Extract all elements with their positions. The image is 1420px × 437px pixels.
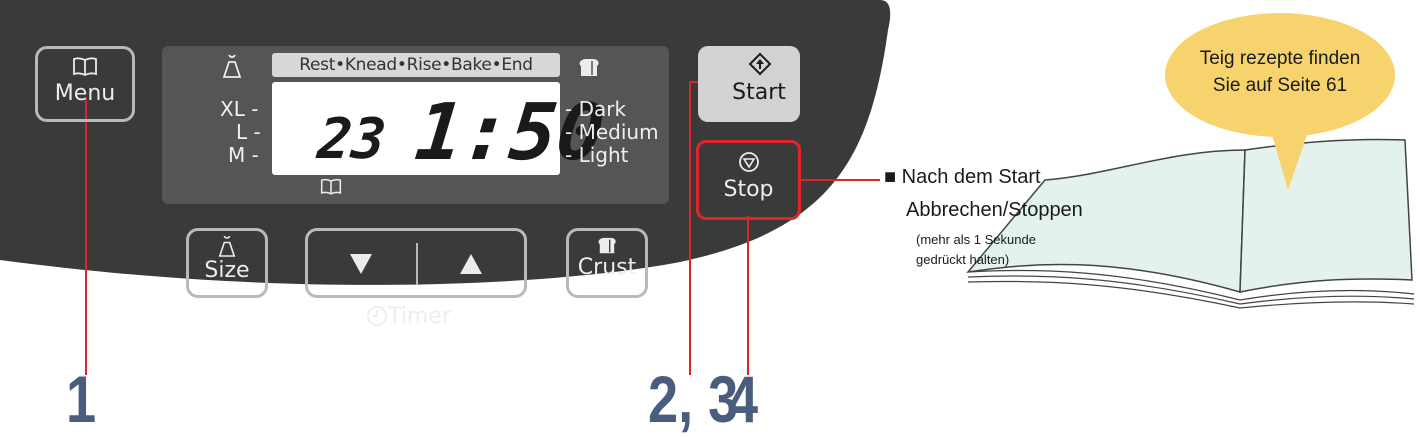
crust-label-medium: - Medium bbox=[565, 120, 659, 144]
menu-number-readout: 23 bbox=[314, 107, 389, 172]
timer-button-group bbox=[305, 228, 527, 298]
menu-button[interactable]: Menu bbox=[35, 46, 135, 122]
stop-button-label: Stop bbox=[723, 177, 774, 202]
callout-number-start: 2, 3 bbox=[648, 362, 739, 436]
stage-indicator-bar: Rest•Knead•Rise•Bake•End bbox=[272, 53, 560, 77]
book-illustration bbox=[966, 138, 1415, 309]
timer-down-arrow-icon[interactable] bbox=[348, 251, 374, 277]
start-button[interactable]: Start bbox=[698, 46, 800, 122]
bread-icon bbox=[579, 59, 599, 76]
size-label-l: L - bbox=[236, 120, 261, 144]
size-button[interactable]: Size bbox=[186, 228, 268, 298]
timer-label: Timer bbox=[388, 304, 451, 329]
bubble-line2: Sie auf Seite 61 bbox=[1212, 75, 1348, 96]
timer-up-arrow-icon[interactable] bbox=[458, 251, 484, 277]
weight-icon bbox=[222, 55, 242, 78]
crust-button[interactable]: Crust bbox=[566, 228, 648, 298]
start-button-label: Start bbox=[732, 80, 786, 105]
size-button-label: Size bbox=[204, 258, 250, 283]
size-label-m: M - bbox=[228, 143, 259, 167]
size-label-xl: XL - bbox=[220, 97, 259, 121]
menu-indicator-book-icon bbox=[320, 178, 342, 195]
callout-number-stop: 4 bbox=[728, 362, 759, 436]
timer-label-group: Timer bbox=[366, 304, 451, 334]
stop-circle-icon bbox=[738, 152, 759, 172]
bread-icon bbox=[598, 237, 616, 254]
book-icon bbox=[73, 57, 97, 77]
crust-button-label: Crust bbox=[577, 255, 637, 280]
stop-note-line2: Abbrechen/Stoppen bbox=[906, 199, 1083, 221]
stop-button-highlight bbox=[696, 140, 801, 220]
stop-note-small2: gedrückt halten) bbox=[916, 252, 1010, 267]
weight-icon bbox=[218, 231, 236, 257]
menu-button-label: Menu bbox=[54, 81, 116, 106]
lcd-screen bbox=[272, 82, 560, 175]
stop-note-title: ■ Nach dem Start bbox=[884, 166, 1041, 188]
stop-note-small1: (mehr als 1 Sekunde bbox=[916, 232, 1036, 247]
bubble-line1: Teig rezepte finden bbox=[1199, 48, 1361, 69]
timer-divider bbox=[416, 243, 418, 285]
speech-bubble bbox=[1165, 13, 1395, 190]
crust-label-dark: - Dark bbox=[565, 97, 627, 121]
callout-number-menu: 1 bbox=[66, 362, 97, 436]
clock-icon bbox=[367, 306, 387, 326]
crust-label-light: - Light bbox=[565, 143, 629, 167]
stop-button[interactable]: Stop bbox=[703, 147, 794, 213]
diamond-arrow-icon bbox=[748, 52, 772, 76]
